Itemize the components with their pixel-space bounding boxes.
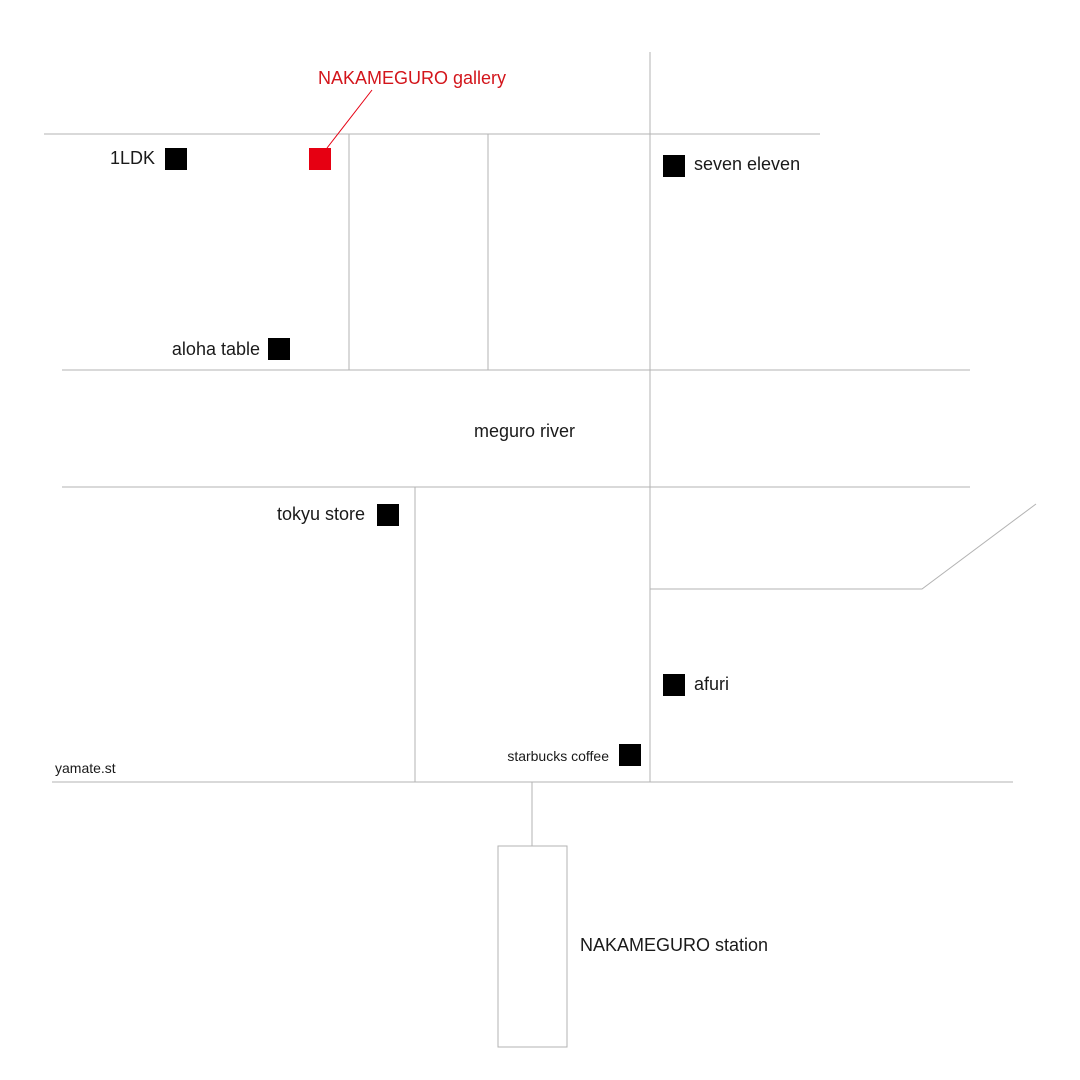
street-label: yamate.st [55, 760, 116, 776]
tokyu-store-label: tokyu store [276, 504, 365, 524]
afuri-marker [663, 674, 685, 696]
aloha-table-label: aloha table [171, 339, 260, 359]
starbucks-label: starbucks coffee [507, 748, 609, 764]
station-label: NAKAMEGURO station [580, 935, 769, 955]
seven-eleven-marker [663, 155, 685, 177]
aloha-table-marker [268, 338, 290, 360]
tokyu-store-marker [377, 504, 399, 526]
gallery-label: NAKAMEGURO gallery [318, 68, 507, 88]
ldk-marker [165, 148, 187, 170]
gallery-leader-line [326, 89, 373, 149]
ldk-label: 1LDK [110, 148, 156, 168]
afuri-label: afuri [694, 674, 730, 694]
road-east-branch [650, 503, 1037, 590]
starbucks-marker [619, 744, 641, 766]
gallery-marker [309, 148, 331, 170]
seven-eleven-label: seven eleven [694, 154, 801, 174]
river-label: meguro river [474, 421, 576, 441]
station-building [497, 845, 568, 1048]
